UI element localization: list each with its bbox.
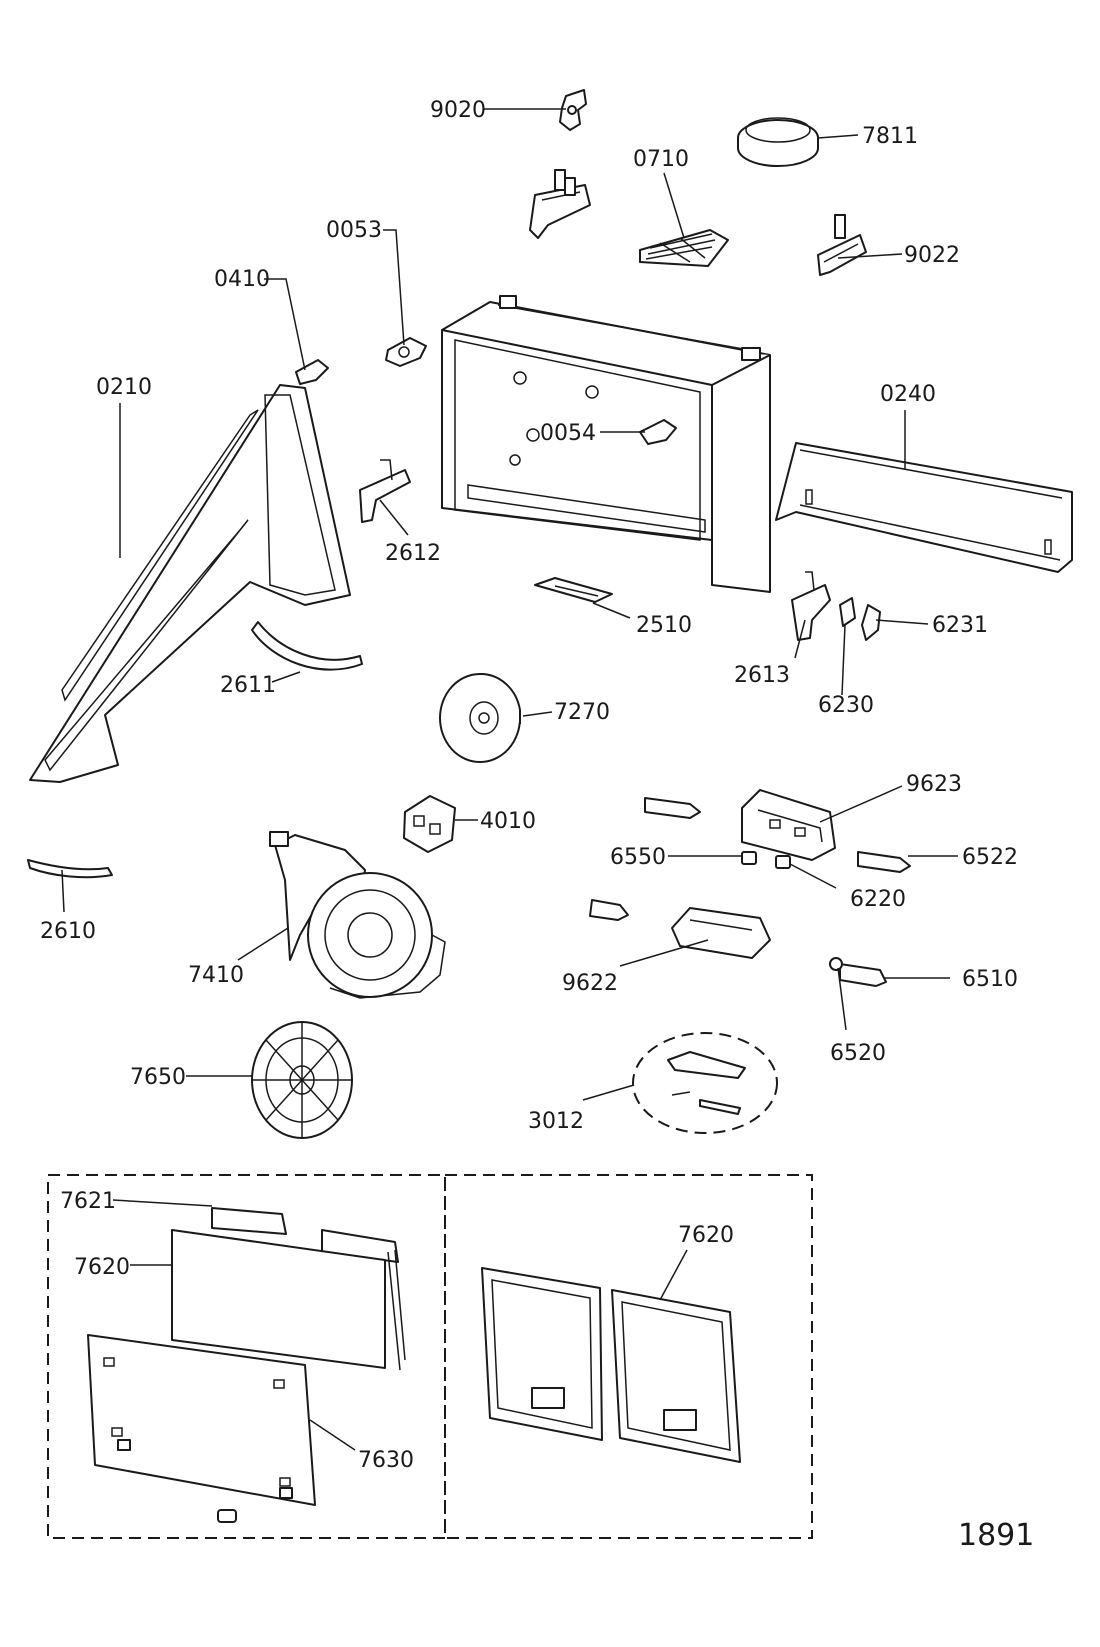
part-0240-panel [775, 442, 1073, 573]
part-2611-strip [251, 621, 363, 671]
part-7270-fan-wheel [439, 672, 521, 763]
label-6231: 6231 [932, 613, 988, 638]
leader-lines [61, 108, 958, 1451]
label-0210: 0210 [96, 375, 152, 400]
part-2612-bracket [359, 459, 411, 523]
label-9623: 9623 [906, 772, 962, 797]
drawing-code: 1891 [958, 1518, 1034, 1553]
label-2613: 2613 [734, 663, 790, 688]
label-6230: 6230 [818, 693, 874, 718]
label-7621: 7621 [60, 1189, 116, 1214]
part-0410-clip [295, 359, 329, 385]
part-9022-bracket [817, 214, 867, 276]
label-7410: 7410 [188, 963, 244, 988]
label-2611: 2611 [220, 673, 276, 698]
part-9622-transformer [671, 907, 771, 959]
part-2510-rail [534, 577, 613, 603]
label-6220: 6220 [850, 887, 906, 912]
part-capacitor-left [589, 899, 629, 921]
filter-group-box-right [444, 1174, 813, 1539]
part-0053-clip [385, 337, 427, 367]
part-6510-lamp [839, 963, 887, 987]
part-6550-lamp-holder [741, 851, 757, 865]
label-6522: 6522 [962, 845, 1018, 870]
label-3012: 3012 [528, 1109, 584, 1134]
label-7270: 7270 [554, 700, 610, 725]
part-0710-grille [639, 229, 729, 267]
label-0240: 0240 [880, 382, 936, 407]
label-7620-right: 7620 [678, 1223, 734, 1248]
label-9022: 9022 [904, 243, 960, 268]
part-6522-lamp [857, 851, 911, 873]
label-6510: 6510 [962, 967, 1018, 992]
part-number-labels: 9020 7811 0710 0053 9022 0410 0210 0240 … [40, 98, 1018, 1473]
part-9020-clip [559, 89, 587, 131]
label-7811: 7811 [862, 124, 918, 149]
label-0054: 0054 [540, 421, 596, 446]
part-4010-control-box [403, 795, 456, 853]
label-0053: 0053 [326, 218, 382, 243]
part-6230-switch [839, 597, 856, 627]
label-2610: 2610 [40, 919, 96, 944]
part-7620-filter-frame-left [481, 1267, 603, 1441]
part-7620-glass-panel [171, 1229, 386, 1369]
label-6550: 6550 [610, 845, 666, 870]
label-7620-left: 7620 [74, 1255, 130, 1280]
label-6520: 6520 [830, 1041, 886, 1066]
part-7811-collar [737, 117, 819, 167]
label-0710: 0710 [633, 147, 689, 172]
part-0210-chimney [29, 384, 351, 783]
part-7630-bottom-panel [87, 1334, 316, 1523]
part-hood-body [441, 295, 771, 593]
part-2613-bracket [791, 571, 831, 641]
part-2610-strip [27, 859, 113, 879]
label-4010: 4010 [480, 809, 536, 834]
label-2612: 2612 [385, 541, 441, 566]
label-7630: 7630 [358, 1448, 414, 1473]
part-3012-kit [632, 1032, 778, 1134]
part-lamp-upper-left [644, 797, 701, 819]
label-2510: 2510 [636, 613, 692, 638]
part-7410-blower-housing [269, 831, 446, 999]
part-7650-filter [251, 1021, 353, 1139]
part-9623-board [741, 789, 836, 861]
part-6231-plate [861, 604, 881, 641]
label-7650: 7650 [130, 1065, 186, 1090]
label-9622: 9622 [562, 971, 618, 996]
label-9020: 9020 [430, 98, 486, 123]
label-0410: 0410 [214, 267, 270, 292]
part-top-bracket-left [529, 169, 591, 239]
part-0054-clip [639, 419, 677, 445]
part-7620-filter-frame-right [611, 1289, 741, 1463]
part-6220-switch [775, 855, 791, 869]
part-6520-holder [829, 957, 843, 971]
